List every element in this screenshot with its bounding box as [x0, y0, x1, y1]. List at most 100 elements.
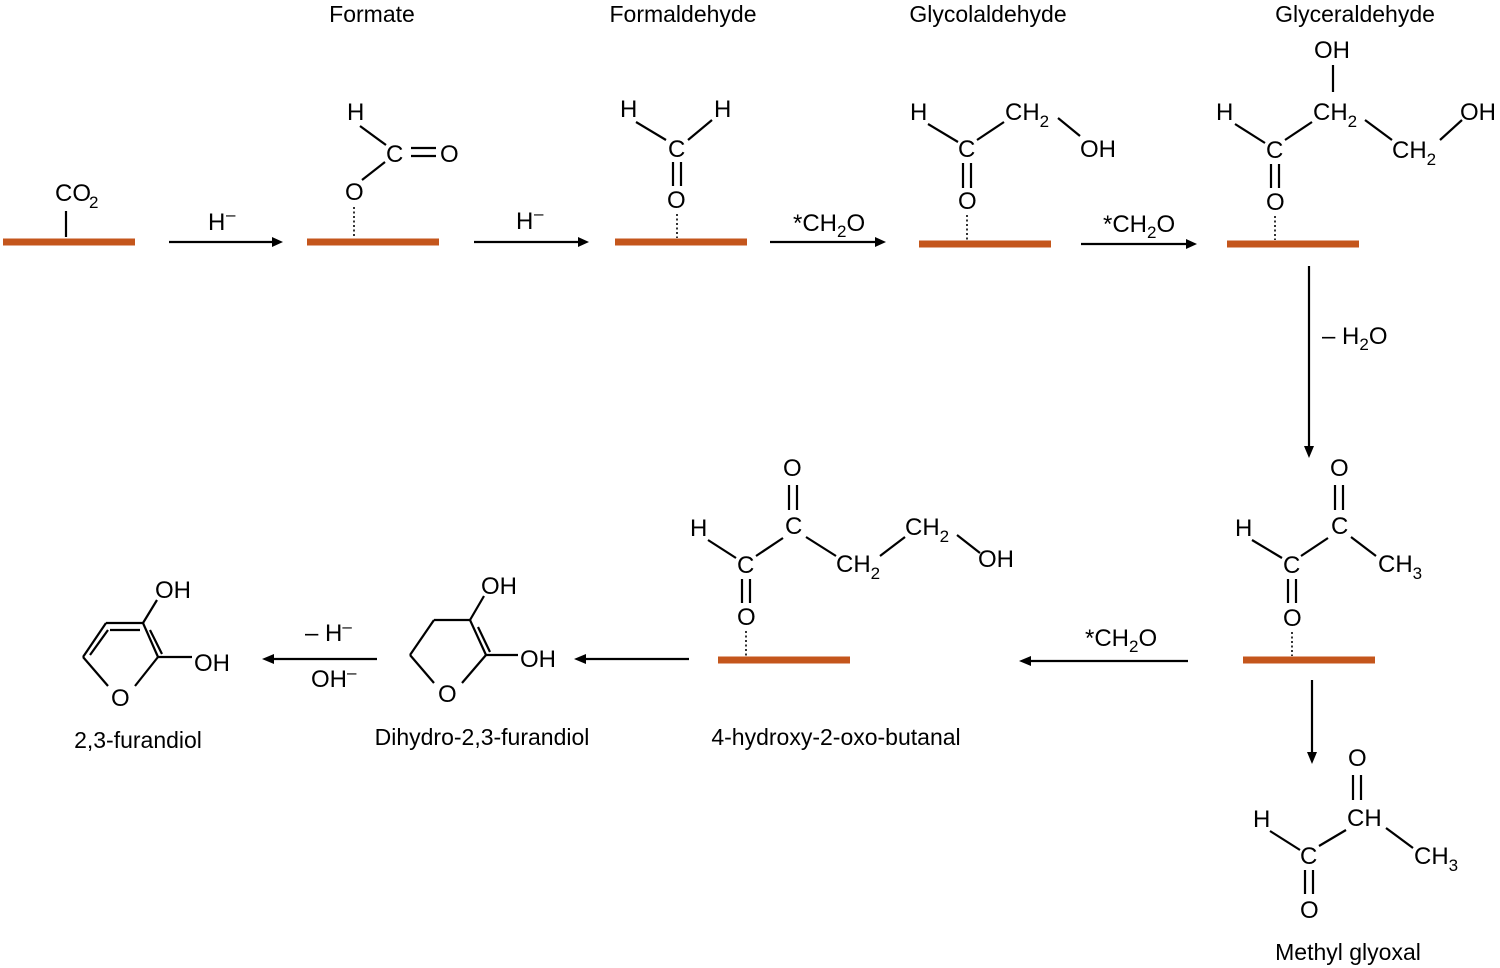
atom-ch3: CH3 [1378, 551, 1422, 583]
bond [477, 626, 491, 653]
reagent-part: – H [1322, 323, 1359, 350]
reagent-oh: OH– [311, 663, 357, 693]
molecule-formaldehyde: H H C O [620, 96, 731, 238]
arrow-ch2o-3: *CH2O [1019, 625, 1188, 666]
bond [1269, 830, 1301, 851]
bond [1234, 123, 1266, 144]
atom-o: O [1300, 897, 1319, 924]
bond [361, 161, 386, 181]
atom-part: CH [1392, 137, 1427, 164]
reagent-part: OH [311, 666, 347, 693]
arrow-oxidation: – H– OH– [262, 617, 377, 693]
atom-c: C [1331, 513, 1348, 540]
atom-o: O [667, 187, 686, 214]
bond [1385, 827, 1414, 849]
atom-oh: OH [1460, 99, 1496, 126]
atom-o: O [1266, 189, 1285, 216]
arrow-head [1307, 752, 1317, 764]
label-methyl-glyoxal: Methyl glyoxal [1275, 939, 1421, 965]
reagent-ch2o: *CH2O [1103, 211, 1175, 242]
label-furandiol: 2,3-furandiol [74, 727, 202, 753]
atom-oh: OH [155, 577, 191, 604]
reagent-hydride: H [208, 209, 225, 236]
atom-h: H [714, 96, 731, 123]
reagent-part: – H [305, 620, 342, 647]
atom-c: C [1300, 843, 1317, 870]
atom-o: O [345, 179, 364, 206]
bond [879, 536, 906, 557]
atom-oh: OH [194, 650, 230, 677]
arrow-head [272, 237, 283, 247]
bond [1300, 537, 1329, 557]
reagent-ch2o: *CH2O [1085, 625, 1157, 656]
label-formate: Formate [329, 1, 415, 27]
reagent-sub: 2 [1359, 335, 1368, 354]
label-formaldehyde: Formaldehyde [609, 1, 756, 27]
atom-c: C [958, 136, 975, 163]
catalyst-surfaces [3, 238, 1375, 664]
atom-oh: OH [520, 646, 556, 673]
bond [149, 629, 163, 655]
reagent-hydride: H [516, 208, 533, 235]
arrow-head [574, 654, 586, 664]
atom-o: O [1330, 455, 1349, 482]
atom-o: O [737, 604, 756, 631]
reagent-ch2o: *CH2O [793, 210, 865, 241]
bond [409, 654, 435, 684]
bond [359, 125, 387, 146]
atom-part: CH [905, 514, 940, 541]
atom-o: O [1348, 745, 1367, 772]
reagent-part: O [846, 210, 865, 237]
bond [134, 656, 159, 687]
arrow-hydride-1: H – [169, 205, 283, 247]
atom-sub: 3 [1413, 564, 1422, 583]
atom-sub: 2 [871, 564, 880, 583]
reagent-part: *CH [793, 210, 837, 237]
molecule-adsorbed-methyl-glyoxal: O C CH3 H C O [1235, 455, 1422, 656]
reagent-sub: 2 [837, 222, 846, 241]
label-glycolaldehyde: Glycolaldehyde [909, 1, 1066, 27]
reagent-sup: – [342, 617, 352, 636]
reagent-sup: – [534, 204, 544, 223]
bond [755, 537, 784, 557]
arrow-ch2o-1: *CH2O [770, 210, 886, 247]
atom-h: H [347, 99, 364, 126]
reagent-part: O [1156, 211, 1175, 238]
bond [927, 123, 959, 143]
atom-part: CH [836, 551, 871, 578]
atom-h: H [620, 96, 637, 123]
atom-ch: CH2 [1313, 99, 1357, 131]
label-dihydro-furandiol: Dihydro-2,3-furandiol [375, 724, 590, 750]
arrow-head [1186, 239, 1197, 249]
atom-oh: OH [1080, 136, 1116, 163]
bond [956, 534, 981, 554]
bond [1364, 119, 1393, 141]
arrow-hydride-2: H – [474, 204, 589, 247]
atom-sub: 2 [1040, 112, 1049, 131]
molecule-co2: CO 2 [55, 180, 98, 237]
atom-oh: OH [978, 546, 1014, 573]
atom-part: CH [1313, 99, 1348, 126]
molecule-glyceraldehyde: OH H C CH2 CH2 OH O [1216, 37, 1496, 240]
bond [687, 119, 713, 141]
reagent-sup: – [347, 663, 357, 682]
atom-ch: CH [1347, 805, 1382, 832]
bond [409, 619, 435, 656]
atom-h: H [1253, 806, 1270, 833]
bond [468, 619, 488, 656]
arrow-head [875, 237, 886, 247]
atom-part: CH [1414, 843, 1449, 870]
reagent-part: *CH [1085, 625, 1129, 652]
bond [82, 622, 107, 658]
atom-c: C [668, 136, 685, 163]
reagent-sub: 2 [1129, 637, 1138, 656]
molecule-furandiol: O OH OH [82, 577, 230, 712]
molecule-butanal: O C CH2 CH2 OH H C O [690, 455, 1014, 656]
atom-oh: OH [481, 573, 517, 600]
bond [1439, 119, 1463, 141]
atom-h: H [1216, 99, 1233, 126]
bond [635, 121, 667, 141]
bond [805, 536, 837, 557]
atom-oh: OH [1314, 37, 1350, 64]
reagent-part: O [1369, 323, 1388, 350]
